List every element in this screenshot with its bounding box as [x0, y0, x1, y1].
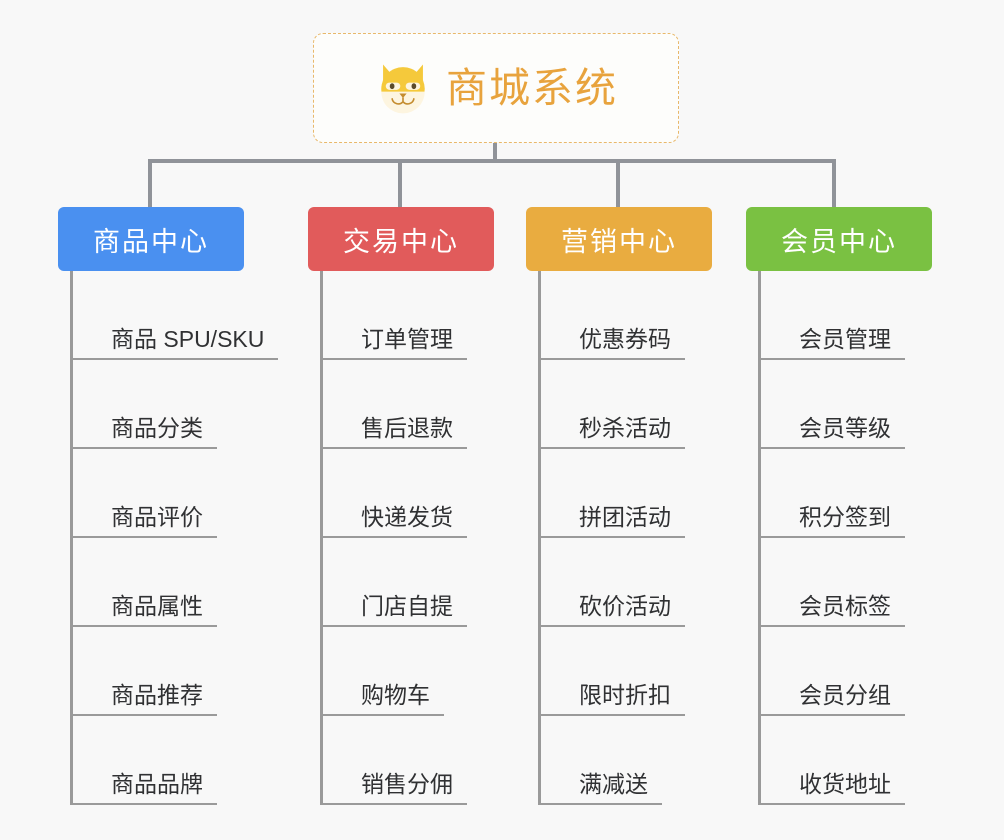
leaf-list-1: 商品 SPU/SKU 商品分类 商品评价 商品属性 商品推荐 商品品牌 [70, 271, 279, 805]
leaf-label: 砍价活动 [579, 593, 685, 627]
list-item[interactable]: 拼团活动 [541, 449, 712, 538]
list-item[interactable]: 会员等级 [761, 360, 932, 449]
category-header-4[interactable]: 会员中心 [746, 207, 932, 271]
category-label-2: 交易中心 [343, 226, 459, 257]
dog-face-icon [381, 64, 425, 114]
list-item[interactable]: 快递发货 [323, 449, 494, 538]
leaf-label: 售后退款 [361, 415, 467, 449]
list-item[interactable]: 购物车 [323, 627, 494, 716]
branch-column-4: 会员中心 会员管理 会员等级 积分签到 会员标签 会员分组 收货地址 [746, 207, 932, 805]
connector-drop-2 [398, 159, 402, 207]
leaf-label: 商品 SPU/SKU [111, 326, 279, 360]
leaf-list-4: 会员管理 会员等级 积分签到 会员标签 会员分组 收货地址 [758, 271, 932, 805]
list-item[interactable]: 优惠券码 [541, 271, 712, 360]
branch-column-1: 商品中心 商品 SPU/SKU 商品分类 商品评价 商品属性 商品推荐 商品品牌 [58, 207, 279, 805]
leaf-list-3: 优惠券码 秒杀活动 拼团活动 砍价活动 限时折扣 满减送 [538, 271, 712, 805]
root-node[interactable]: 商城系统 [313, 33, 679, 143]
category-label-4: 会员中心 [781, 226, 897, 257]
branch-column-2: 交易中心 订单管理 售后退款 快递发货 门店自提 购物车 销售分佣 [308, 207, 494, 805]
leaf-label: 销售分佣 [361, 771, 467, 805]
leaf-label: 会员分组 [799, 682, 905, 716]
leaf-label: 限时折扣 [579, 682, 685, 716]
category-header-1[interactable]: 商品中心 [58, 207, 244, 271]
list-item[interactable]: 商品推荐 [73, 627, 244, 716]
category-header-3[interactable]: 营销中心 [526, 207, 712, 271]
leaf-label: 收货地址 [799, 771, 905, 805]
list-item[interactable]: 商品品牌 [73, 716, 244, 805]
leaf-label: 门店自提 [361, 593, 467, 627]
leaf-label: 商品分类 [111, 415, 217, 449]
list-item[interactable]: 商品分类 [73, 360, 244, 449]
list-item[interactable]: 销售分佣 [323, 716, 494, 805]
leaf-label: 商品品牌 [111, 771, 217, 805]
leaf-label: 积分签到 [799, 504, 905, 538]
leaf-label: 会员等级 [799, 415, 905, 449]
list-item[interactable]: 商品 SPU/SKU [73, 271, 279, 360]
leaf-label: 快递发货 [361, 504, 467, 538]
list-item[interactable]: 砍价活动 [541, 538, 712, 627]
list-item[interactable]: 售后退款 [323, 360, 494, 449]
list-item[interactable]: 会员标签 [761, 538, 932, 627]
root-title: 商城系统 [446, 64, 618, 111]
category-header-2[interactable]: 交易中心 [308, 207, 494, 271]
list-item[interactable]: 收货地址 [761, 716, 932, 805]
list-item[interactable]: 积分签到 [761, 449, 932, 538]
connector-drop-1 [148, 159, 152, 207]
leaf-label: 商品评价 [111, 504, 217, 538]
list-item[interactable]: 订单管理 [323, 271, 494, 360]
connector-stem [493, 143, 497, 162]
connector-bus [148, 159, 832, 163]
leaf-label: 商品推荐 [111, 682, 217, 716]
leaf-list-2: 订单管理 售后退款 快递发货 门店自提 购物车 销售分佣 [320, 271, 494, 805]
leaf-label: 商品属性 [111, 593, 217, 627]
leaf-label: 会员标签 [799, 593, 905, 627]
list-item[interactable]: 会员分组 [761, 627, 932, 716]
list-item[interactable]: 满减送 [541, 716, 712, 805]
list-item[interactable]: 限时折扣 [541, 627, 712, 716]
leaf-label: 优惠券码 [579, 326, 685, 360]
list-item[interactable]: 商品评价 [73, 449, 244, 538]
leaf-label: 拼团活动 [579, 504, 685, 538]
list-item[interactable]: 秒杀活动 [541, 360, 712, 449]
connector-drop-4 [832, 159, 836, 207]
leaf-label: 会员管理 [799, 326, 905, 360]
leaf-label: 秒杀活动 [579, 415, 685, 449]
leaf-label: 满减送 [579, 771, 662, 805]
leaf-label: 购物车 [361, 682, 444, 716]
category-label-3: 营销中心 [561, 226, 677, 257]
list-item[interactable]: 门店自提 [323, 538, 494, 627]
category-label-1: 商品中心 [93, 226, 209, 257]
list-item[interactable]: 商品属性 [73, 538, 244, 627]
connector-drop-3 [616, 159, 620, 207]
list-item[interactable]: 会员管理 [761, 271, 932, 360]
leaf-label: 订单管理 [361, 326, 467, 360]
branch-column-3: 营销中心 优惠券码 秒杀活动 拼团活动 砍价活动 限时折扣 满减送 [526, 207, 712, 805]
